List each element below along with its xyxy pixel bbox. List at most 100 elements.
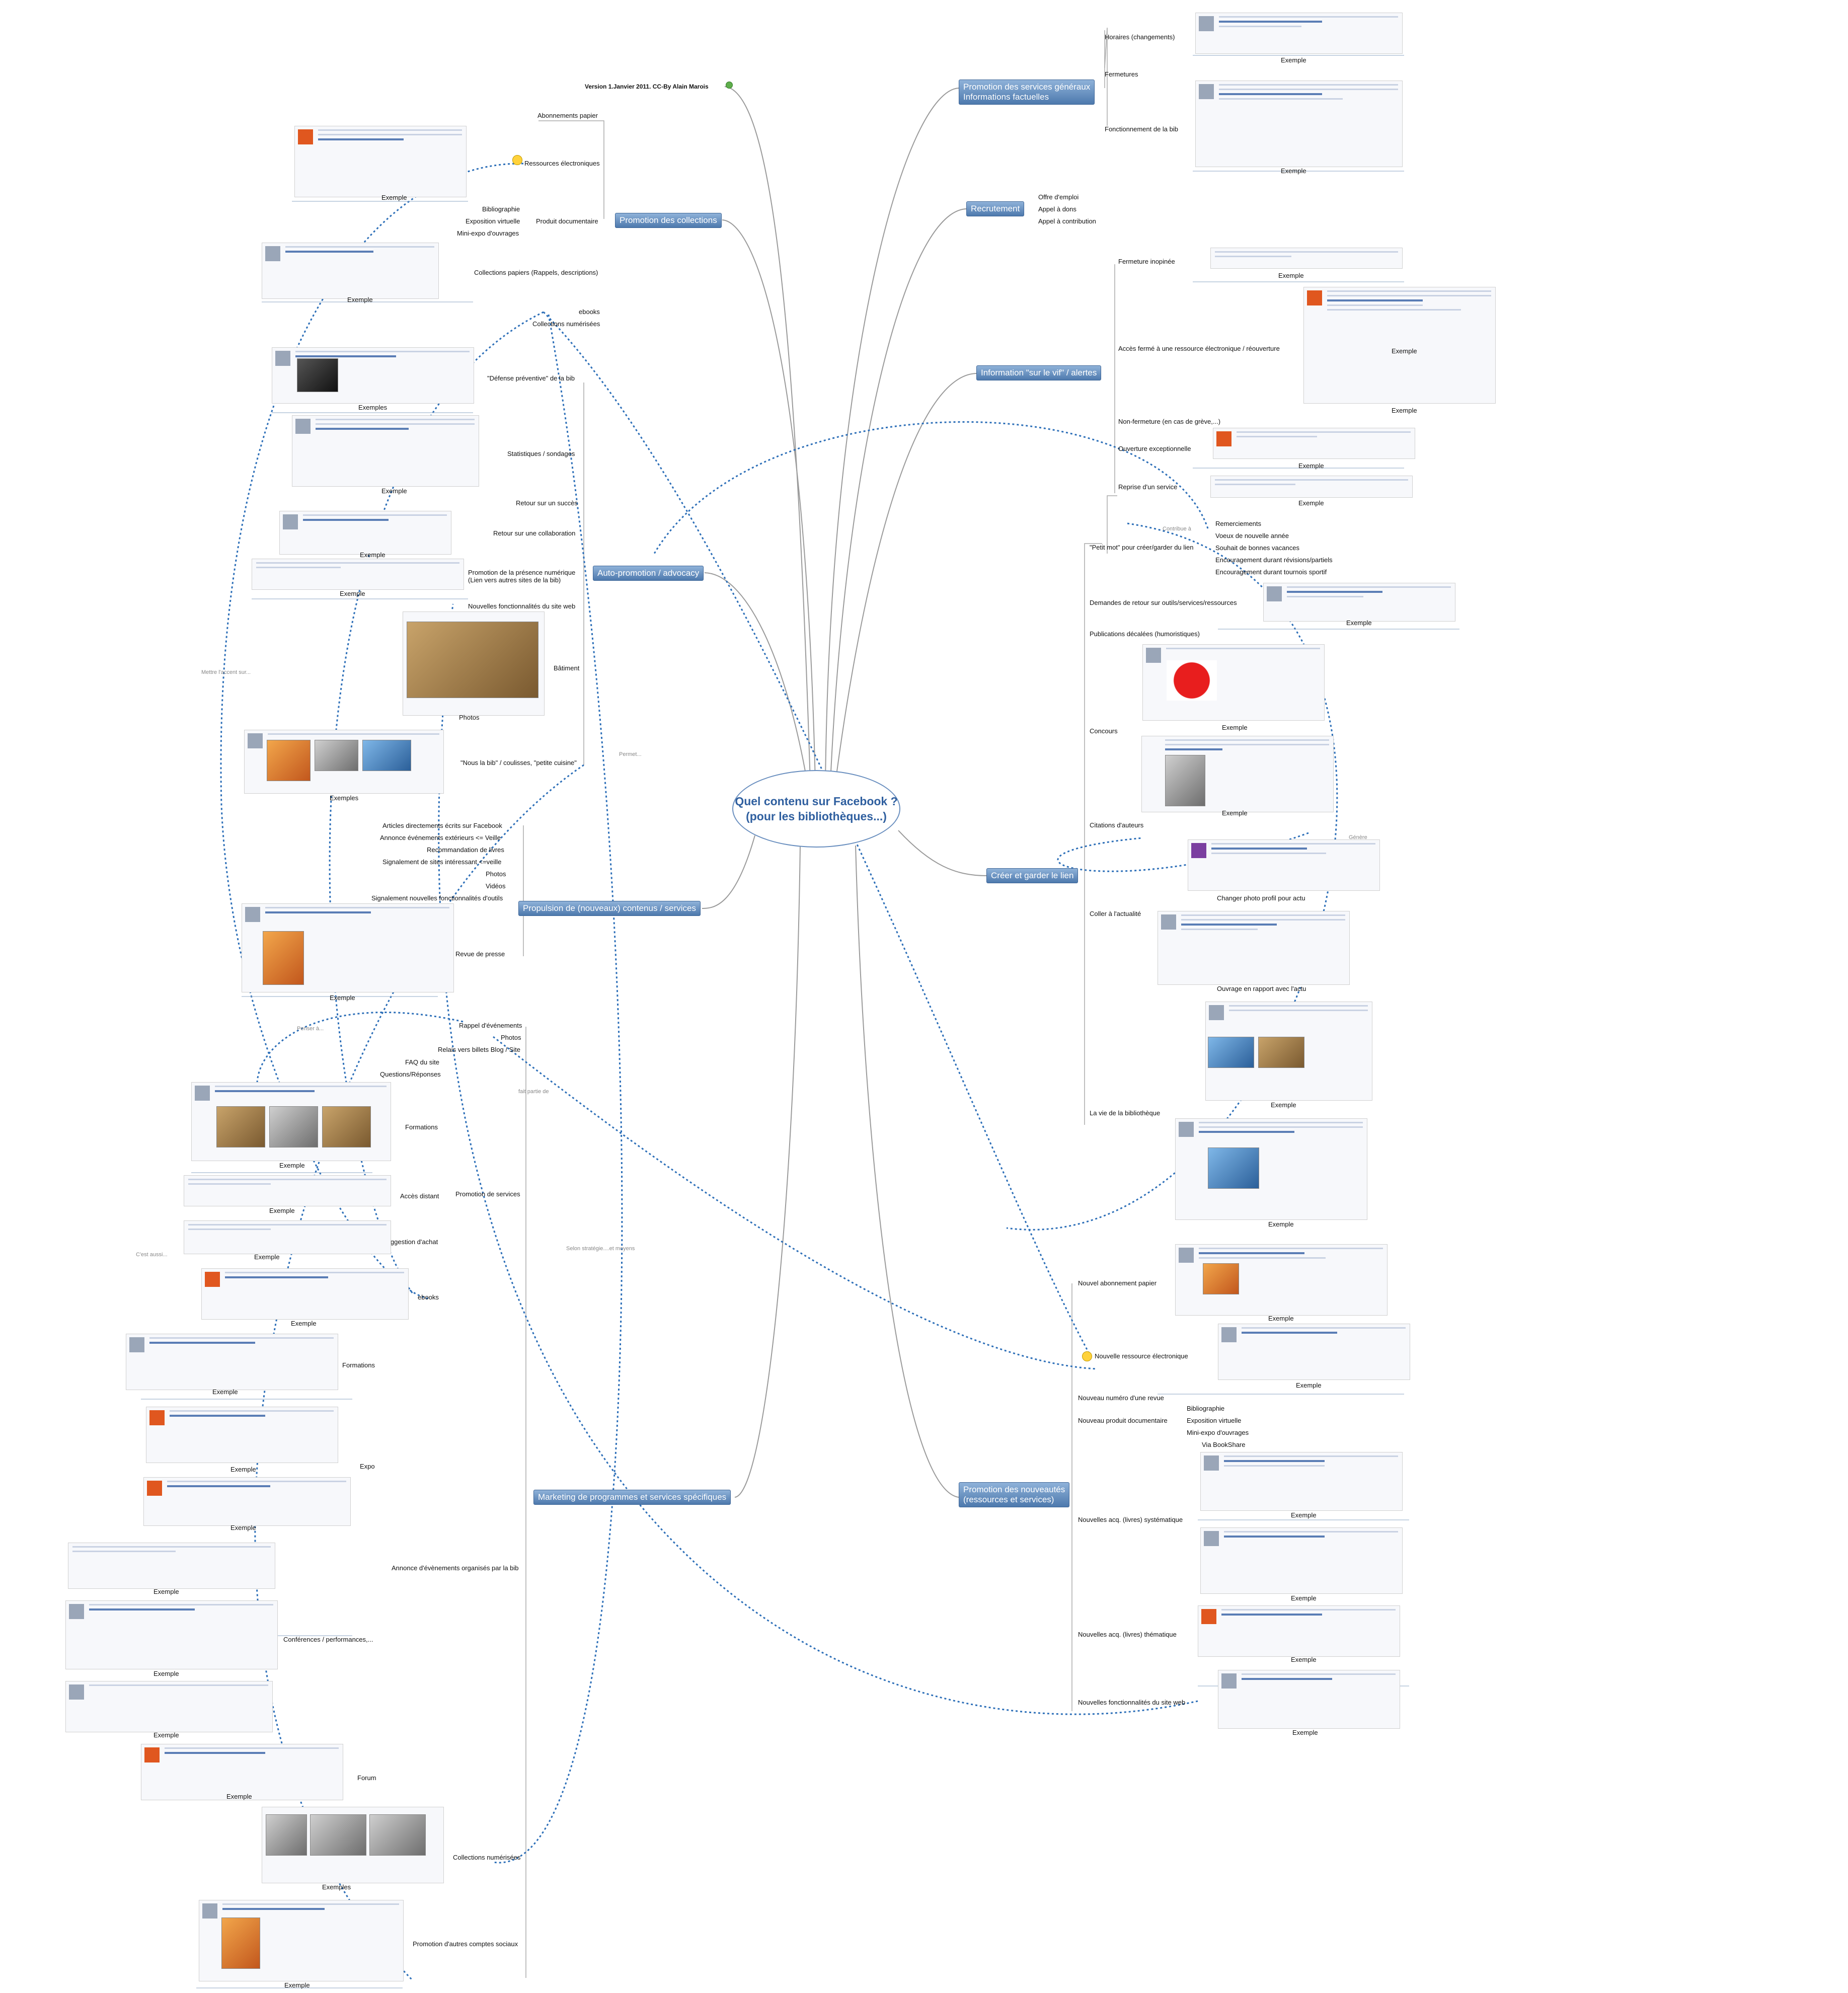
topic-nouveau-numero[interactable]: Nouveau numéro d'une revue bbox=[1078, 1394, 1164, 1402]
branch-auto-promotion[interactable]: Auto-promotion / advocacy bbox=[593, 566, 704, 581]
topic-ouverture-exceptionnelle[interactable]: Ouverture exceptionnelle bbox=[1118, 445, 1191, 452]
topic-concours[interactable]: Concours bbox=[1090, 727, 1118, 735]
archive-photo bbox=[310, 1814, 366, 1856]
topic-produit-documentaire[interactable]: Produit documentaire bbox=[536, 217, 598, 225]
topic-retour-collaboration[interactable]: Retour sur une collaboration bbox=[493, 529, 576, 537]
topic-fonctionnalites-site-r[interactable]: Nouvelles fonctionnalités du site web bbox=[1078, 1699, 1186, 1706]
branch-information-alertes[interactable]: Information "sur le vif" / alertes bbox=[976, 365, 1102, 380]
topic-bibliographie-r[interactable]: Bibliographie bbox=[1187, 1405, 1225, 1412]
central-topic[interactable]: Quel contenu sur Facebook ? (pour les bi… bbox=[732, 770, 900, 848]
topic-collections-numerisees[interactable]: Collections numérisées bbox=[532, 320, 600, 328]
topic-vie-bibliotheque[interactable]: La vie de la bibliothèque bbox=[1090, 1109, 1161, 1117]
workshop-photo bbox=[315, 740, 358, 771]
topic-abonnements-papier[interactable]: Abonnements papier bbox=[537, 112, 598, 119]
topic-faq[interactable]: FAQ du site bbox=[405, 1058, 439, 1066]
topic-appel-dons[interactable]: Appel à dons bbox=[1038, 205, 1076, 213]
topic-ebooks[interactable]: ebooks bbox=[579, 308, 600, 316]
topic-fermetures[interactable]: Fermetures bbox=[1105, 70, 1138, 78]
topic-statistiques[interactable]: Statistiques / sondages bbox=[507, 450, 575, 457]
topic-acces-distant[interactable]: Accès distant bbox=[400, 1192, 439, 1200]
topic-publications-decalees[interactable]: Publications décalées (humoristiques) bbox=[1090, 630, 1200, 638]
topic-reprise-service[interactable]: Reprise d'un service bbox=[1118, 483, 1178, 491]
topic-forum[interactable]: Forum bbox=[357, 1774, 376, 1782]
topic-expo[interactable]: Expo bbox=[360, 1463, 375, 1470]
topic-appel-contribution[interactable]: Appel à contribution bbox=[1038, 217, 1096, 225]
topic-coulisses[interactable]: "Nous la bib" / coulisses, "petite cuisi… bbox=[460, 759, 577, 766]
topic-signalement-outils[interactable]: Signalement nouvelles fonctionnalités d'… bbox=[371, 894, 503, 902]
topic-nouveau-produit[interactable]: Nouveau produit documentaire bbox=[1078, 1417, 1168, 1424]
topic-mini-expo-r[interactable]: Mini-expo d'ouvrages bbox=[1187, 1429, 1249, 1436]
facebook-post-thumbnail bbox=[126, 1334, 338, 1390]
topic-remerciements[interactable]: Remerciements bbox=[1215, 520, 1262, 527]
branch-creer-lien[interactable]: Créer et garder le lien bbox=[986, 868, 1079, 883]
topic-revue-presse[interactable]: Revue de presse bbox=[455, 950, 505, 958]
topic-evenements-exterieurs[interactable]: Annonce événements extérieurs <= Veille bbox=[380, 834, 501, 841]
branch-recrutement[interactable]: Recrutement bbox=[966, 201, 1025, 216]
topic-videos[interactable]: Vidéos bbox=[486, 882, 506, 890]
topic-nouvelle-ressource[interactable]: Nouvelle ressource électronique bbox=[1095, 1352, 1188, 1360]
branch-propulsion[interactable]: Propulsion de (nouveaux) contenus / serv… bbox=[518, 901, 701, 916]
example-label: Exemple bbox=[340, 590, 365, 597]
topic-signalement-sites[interactable]: Signalement de sites intéressant <=veill… bbox=[382, 858, 502, 866]
topic-bookshare[interactable]: Via BookShare bbox=[1202, 1441, 1246, 1448]
topic-fonctionnement[interactable]: Fonctionnement de la bib bbox=[1105, 125, 1178, 133]
topic-photos-2[interactable]: Photos bbox=[501, 1034, 521, 1041]
topic-acq-systematique[interactable]: Nouvelles acq. (livres) systématique bbox=[1078, 1516, 1183, 1523]
topic-ouvrage-actu[interactable]: Ouvrage en rapport avec l'actu bbox=[1217, 985, 1306, 992]
topic-voeux[interactable]: Voeux de nouvelle année bbox=[1215, 532, 1289, 540]
topic-demandes-retour[interactable]: Demandes de retour sur outils/services/r… bbox=[1090, 599, 1237, 606]
topic-presence-numerique[interactable]: Promotion de la présence numérique (Lien… bbox=[468, 569, 575, 584]
connector-b5 bbox=[855, 845, 959, 1498]
topic-petit-mot[interactable]: "Petit mot" pour créer/garder du lien bbox=[1090, 544, 1194, 551]
topic-photo-profil[interactable]: Changer photo profil pour actu bbox=[1217, 894, 1305, 902]
topic-fonctionnalites-site[interactable]: Nouvelles fonctionnalités du site web bbox=[468, 602, 576, 610]
topic-actualite[interactable]: Coller à l'actualité bbox=[1090, 910, 1141, 917]
facebook-post-thumbnail bbox=[292, 415, 479, 487]
topic-expo-virtuelle-r[interactable]: Exposition virtuelle bbox=[1187, 1417, 1242, 1424]
topic-annonce-evenements[interactable]: Annonce d'évènements organisés par la bi… bbox=[392, 1564, 519, 1572]
topic-expo-virtuelle[interactable]: Exposition virtuelle bbox=[466, 217, 520, 225]
topic-batiment[interactable]: Bâtiment bbox=[554, 664, 580, 672]
topic-autres-comptes[interactable]: Promotion d'autres comptes sociaux bbox=[413, 1940, 518, 1948]
topic-offre-emploi[interactable]: Offre d'emploi bbox=[1038, 193, 1079, 201]
topic-tournois[interactable]: Encouragement durant tournois sportif bbox=[1215, 568, 1327, 576]
topic-acces-ferme[interactable]: Accès fermé à une ressource électronique… bbox=[1118, 345, 1280, 352]
topic-mini-expo[interactable]: Mini-expo d'ouvrages bbox=[457, 229, 519, 237]
topic-relais-blog[interactable]: Relais vers billets Blog / Site bbox=[438, 1046, 521, 1053]
topic-rappel-evenements[interactable]: Rappel d'événements bbox=[459, 1022, 522, 1029]
topic-questions-reponses[interactable]: Questions/Réponses bbox=[380, 1070, 441, 1078]
relation-contribue bbox=[653, 421, 1209, 554]
topic-citations[interactable]: Citations d'auteurs bbox=[1090, 821, 1144, 829]
topic-formations-2[interactable]: Formations bbox=[342, 1361, 375, 1369]
central-topic-line2: (pour les bibliothèques...) bbox=[746, 810, 887, 823]
topic-defense-preventive[interactable]: "Défense préventive" de la bib bbox=[487, 374, 575, 382]
topic-photos[interactable]: Photos bbox=[486, 870, 506, 878]
topic-promotion-services[interactable]: Promotion de services bbox=[455, 1190, 520, 1198]
topic-revisions[interactable]: Encouragement durant révisions/partiels bbox=[1215, 556, 1333, 564]
topic-nouvel-abonnement[interactable]: Nouvel abonnement papier bbox=[1078, 1279, 1157, 1287]
branch-nouveautes[interactable]: Promotion des nouveautés (ressources et … bbox=[959, 1482, 1070, 1507]
topic-non-fermeture[interactable]: Non-fermeture (en cas de grève,...) bbox=[1118, 418, 1221, 425]
topic-ressources-electroniques[interactable]: Ressources électroniques bbox=[524, 160, 600, 167]
topic-suggestion-achat[interactable]: Suggestion d'achat bbox=[382, 1238, 438, 1246]
topic-ebooks-2[interactable]: ebooks bbox=[418, 1293, 439, 1301]
annotation-selon-strategie: Selon stratégie....et moyens bbox=[566, 1246, 635, 1252]
topic-acq-thematique[interactable]: Nouvelles acq. (livres) thématique bbox=[1078, 1631, 1177, 1638]
topic-bibliographie[interactable]: Bibliographie bbox=[482, 205, 520, 213]
topic-formations[interactable]: Formations bbox=[405, 1123, 438, 1131]
topic-collections-papiers[interactable]: Collections papiers (Rappels, descriptio… bbox=[474, 269, 598, 276]
branch-marketing[interactable]: Marketing de programmes et services spéc… bbox=[533, 1490, 731, 1505]
example-label: Exemple bbox=[1296, 1382, 1322, 1389]
topic-fermeture-inopinee[interactable]: Fermeture inopinée bbox=[1118, 258, 1175, 265]
branch-collections[interactable]: Promotion des collections bbox=[615, 213, 722, 228]
topic-collections-numerisees-2[interactable]: Collections numérisées bbox=[453, 1854, 521, 1861]
branch-services-generaux[interactable]: Promotion des services généraux Informat… bbox=[959, 80, 1095, 105]
topic-articles-facebook[interactable]: Articles directements écrits sur Faceboo… bbox=[382, 822, 502, 829]
connector-b7 bbox=[704, 572, 808, 786]
topic-recommandation-livres[interactable]: Recommandation de livres bbox=[427, 846, 504, 854]
topic-conferences[interactable]: Conférences / performances,... bbox=[283, 1636, 373, 1643]
topic-retour-succes[interactable]: Retour sur un succès bbox=[516, 499, 578, 507]
training-photo bbox=[322, 1106, 371, 1147]
topic-vacances[interactable]: Souhait de bonnes vacances bbox=[1215, 544, 1299, 552]
topic-horaires[interactable]: Horaires (changements) bbox=[1105, 33, 1175, 41]
